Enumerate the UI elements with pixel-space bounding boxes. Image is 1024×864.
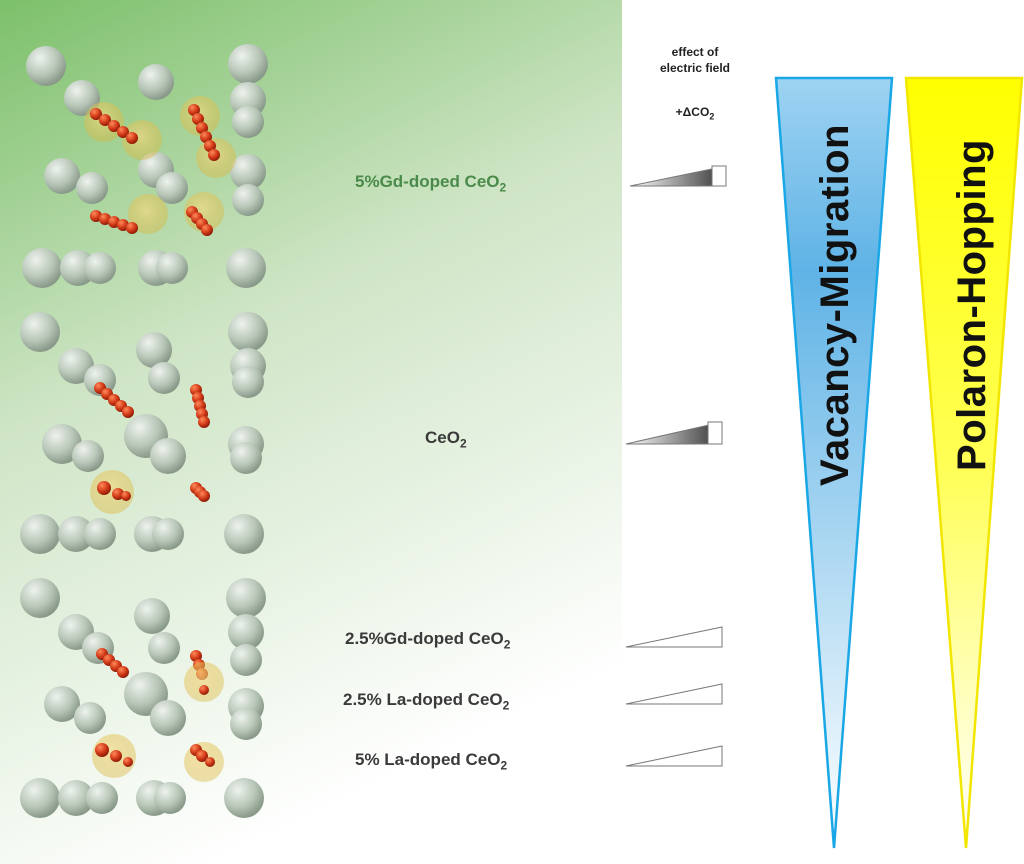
cerium-atom: [228, 312, 268, 352]
cerium-atom: [230, 154, 266, 190]
cerium-atom: [84, 518, 116, 550]
polaron-hopping-triangle: [904, 76, 1024, 849]
cerium-atom: [148, 632, 180, 664]
wedge-5gd-cap: [711, 165, 727, 187]
delta-co2-label: +ΔCO2: [675, 105, 715, 122]
material-label-2-5gd: 2.5%Gd-doped CeO2: [345, 629, 511, 652]
oxygen-atom: [97, 481, 111, 495]
oxygen-atom: [208, 149, 220, 161]
oxygen-atom: [126, 222, 138, 234]
cerium-atom: [228, 614, 264, 650]
wedge-ceo2-cap: [707, 421, 723, 445]
dopant-halo: [122, 120, 162, 160]
cerium-atom: [74, 702, 106, 734]
effect-header: effect of electric field: [640, 44, 750, 76]
cerium-atom: [232, 184, 264, 216]
cerium-atom: [22, 248, 62, 288]
cerium-atom: [58, 780, 94, 816]
oxygen-atom: [122, 406, 134, 418]
wedge-2-5gd: [625, 626, 723, 648]
oxygen-atom: [196, 122, 208, 134]
cerium-atom: [84, 364, 116, 396]
cerium-atom: [26, 46, 66, 86]
cerium-atom: [58, 516, 94, 552]
wedge-2-5la: [625, 683, 723, 705]
cerium-atom: [42, 424, 82, 464]
dopant-halo: [184, 742, 224, 782]
oxygen-atom: [205, 757, 215, 767]
cerium-atom: [230, 708, 262, 740]
cerium-atom: [20, 778, 60, 818]
cerium-atom: [72, 440, 104, 472]
cerium-atom: [230, 442, 262, 474]
oxygen-atom: [198, 416, 210, 428]
cerium-atom: [232, 366, 264, 398]
oxygen-atom: [204, 140, 216, 152]
cerium-atom: [228, 44, 268, 84]
cerium-atom: [20, 312, 60, 352]
oxygen-atom: [117, 666, 129, 678]
material-label-5gd: 5%Gd-doped CeO2: [355, 172, 507, 195]
vacancy-migration-triangle: [774, 76, 894, 849]
oxygen-atom: [110, 750, 122, 762]
material-label-ceo2: CeO2: [425, 428, 467, 451]
effect-header-line2: electric field: [659, 61, 731, 75]
oxygen-atom: [192, 113, 204, 125]
dopant-halo: [128, 194, 168, 234]
cerium-atom: [150, 438, 186, 474]
cerium-atom: [156, 252, 188, 284]
wedge-5la: [625, 745, 723, 767]
oxygen-atom: [199, 685, 209, 695]
oxygen-atom: [108, 120, 120, 132]
dopant-halo: [184, 662, 224, 702]
cerium-atom: [226, 578, 266, 618]
cerium-atom: [226, 248, 266, 288]
material-label-5la: 5% La-doped CeO2: [355, 750, 508, 773]
cerium-atom: [150, 700, 186, 736]
cerium-atom: [154, 782, 186, 814]
cerium-atom: [20, 578, 60, 618]
cerium-atom: [138, 64, 174, 100]
cerium-atom: [76, 172, 108, 204]
lattice-atoms: [20, 44, 268, 818]
cerium-atom: [134, 598, 170, 634]
cerium-atom: [152, 518, 184, 550]
cerium-atom: [86, 782, 118, 814]
cerium-atom: [136, 332, 172, 368]
cerium-atom: [230, 644, 262, 676]
oxygen-atom: [126, 132, 138, 144]
cerium-atom: [44, 686, 80, 722]
oxygen-atom: [121, 491, 131, 501]
dopant-halo: [90, 470, 134, 514]
oxygen-atom: [112, 488, 124, 500]
cerium-atom: [20, 514, 60, 554]
oxygen-atom: [99, 114, 111, 126]
oxygen-atom: [200, 131, 212, 143]
vacancy-migration-label: Vacancy-Migration: [813, 124, 857, 486]
cerium-atom: [156, 172, 188, 204]
oxygen-atom: [198, 490, 210, 502]
oxygen-atom: [90, 108, 102, 120]
field-effect-wedges: [625, 165, 727, 767]
material-label-2-5la: 2.5% La-doped CeO2: [343, 690, 510, 713]
cerium-atom: [84, 252, 116, 284]
effect-header-line1: effect of: [671, 45, 719, 59]
oxygen-atom: [188, 104, 200, 116]
cerium-atom: [232, 106, 264, 138]
cerium-atom: [224, 514, 264, 554]
oxygen-atom: [123, 757, 133, 767]
oxygen-atom: [117, 126, 129, 138]
cerium-atom: [148, 362, 180, 394]
cerium-atom: [224, 778, 264, 818]
oxygen-atom: [201, 224, 213, 236]
oxygen-atom: [196, 750, 208, 762]
oxygen-atom: [95, 743, 109, 757]
polaron-hopping-label: Polaron-Hopping: [950, 139, 994, 471]
cerium-atom: [44, 158, 80, 194]
